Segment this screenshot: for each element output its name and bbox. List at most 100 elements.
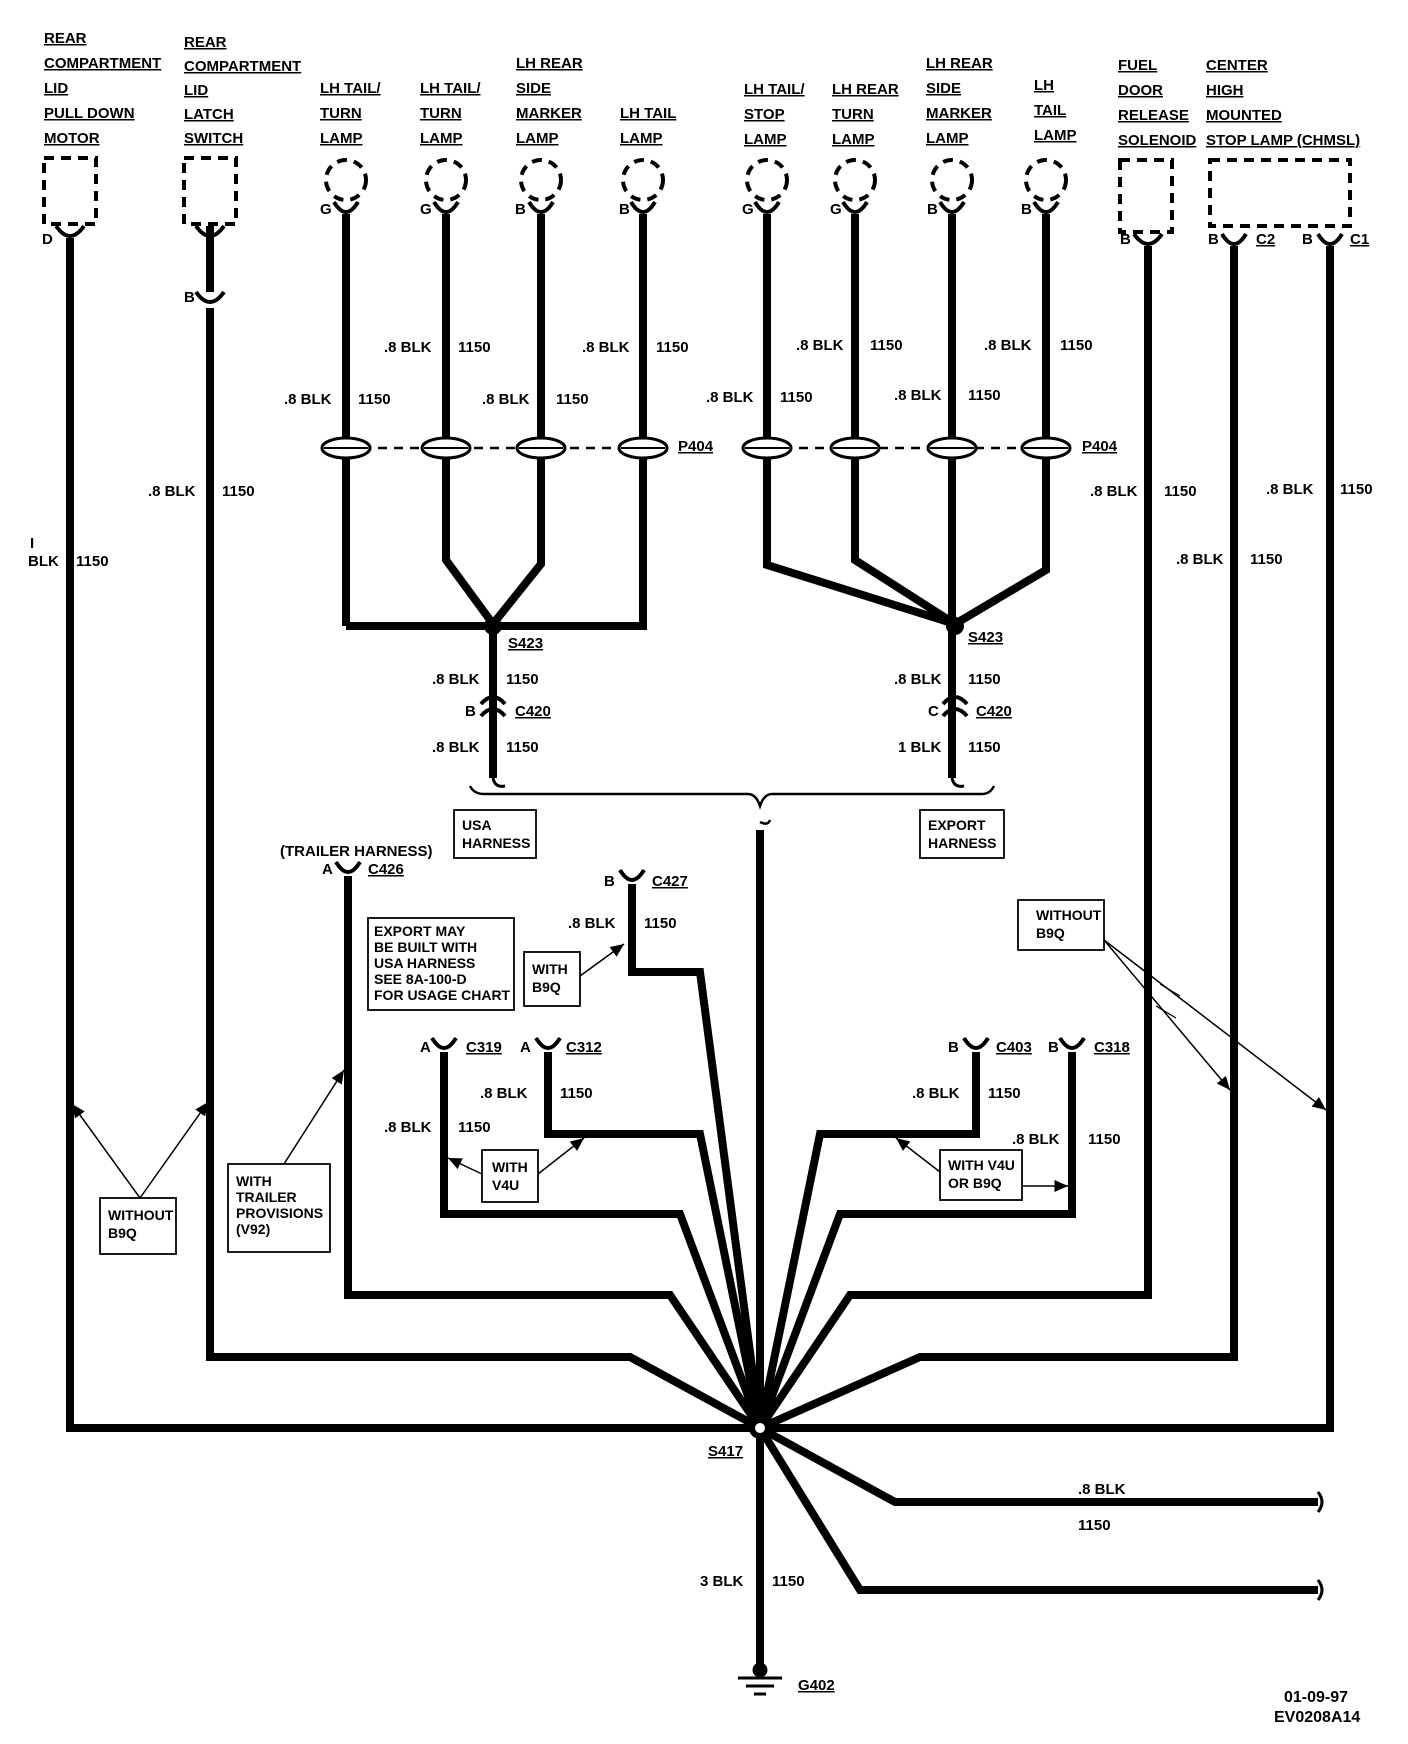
svg-text:A: A [322,861,333,878]
svg-text:SEE 8A-100-D: SEE 8A-100-D [374,971,467,987]
svg-text:1150: 1150 [780,389,813,406]
svg-text:1150: 1150 [644,915,677,932]
footer-date: 01-09-97 [1284,1689,1348,1706]
c312-label: C312 [566,1039,602,1056]
with-trailer-box: WITH TRAILER PROVISIONS (V92) [227,1163,331,1253]
svg-text:B: B [1048,1039,1059,1056]
svg-text:1150: 1150 [988,1085,1021,1102]
lamp5-bulb [745,158,789,202]
svg-text:B9Q: B9Q [108,1225,137,1241]
svg-text:I: I [30,535,34,552]
svg-text:LH TAIL/: LH TAIL/ [744,81,805,98]
svg-text:LH TAIL/: LH TAIL/ [320,80,381,97]
svg-text:A: A [420,1039,431,1056]
svg-text:1150: 1150 [968,387,1001,404]
export-may-note: EXPORT MAY BE BUILT WITH USA HARNESS SEE… [367,917,515,1011]
harness-brace [468,785,996,825]
svg-text:.8 BLK: .8 BLK [582,339,630,356]
svg-text:REAR: REAR [184,34,227,51]
svg-text:WITHOUT: WITHOUT [1036,907,1102,923]
svg-text:.8 BLK: .8 BLK [432,739,480,756]
svg-text:.8 BLK: .8 BLK [1078,1481,1126,1498]
svg-text:(V92): (V92) [236,1221,270,1237]
svg-text:1 BLK: 1 BLK [898,739,942,756]
lamp2-bulb [424,158,468,202]
svg-text:.8 BLK: .8 BLK [796,337,844,354]
svg-text:LAMP: LAMP [320,130,363,147]
svg-text:SOLENOID: SOLENOID [1118,132,1197,149]
svg-text:OR B9Q: OR B9Q [948,1175,1002,1191]
svg-text:B: B [604,873,615,890]
lamp4-bulb [621,158,665,202]
svg-text:LH TAIL/: LH TAIL/ [420,80,481,97]
component-lamp4-label: LH TAIL LAMP [620,105,676,147]
svg-text:WITH V4U: WITH V4U [948,1157,1015,1173]
svg-text:COMPARTMENT: COMPARTMENT [44,55,161,72]
svg-text:1150: 1150 [1060,337,1093,354]
svg-text:1150: 1150 [656,339,689,356]
svg-text:FOR USAGE CHART: FOR USAGE CHART [374,987,511,1003]
svg-text:1150: 1150 [1164,483,1197,500]
svg-text:B: B [927,201,938,218]
svg-text:B: B [1120,231,1131,248]
without-b9q-box-left: WITHOUT B9Q [99,1197,177,1255]
svg-text:.8 BLK: .8 BLK [480,1085,528,1102]
svg-text:.8 BLK: .8 BLK [894,671,942,688]
chmsl-box [1208,158,1352,228]
svg-text:EXPORT: EXPORT [928,817,986,833]
svg-text:.8 BLK: .8 BLK [148,483,196,500]
svg-text:1150: 1150 [968,739,1001,756]
c318-label: C318 [1094,1039,1130,1056]
svg-text:BLK: BLK [28,553,59,570]
c426-label: C426 [368,861,404,878]
svg-text:.8 BLK: .8 BLK [482,391,530,408]
svg-text:LID: LID [44,80,68,97]
with-v4u-box: WITH V4U [481,1149,539,1203]
svg-text:LAMP: LAMP [516,130,559,147]
c403-label: C403 [996,1039,1032,1056]
svg-text:G: G [742,201,754,218]
lower-connector-cups [334,860,1086,1050]
component-lamp7-label: LH REAR SIDE MARKER LAMP [926,55,993,147]
svg-text:3 BLK: 3 BLK [700,1573,744,1590]
svg-text:WITH: WITH [236,1173,272,1189]
svg-text:COMPARTMENT: COMPARTMENT [184,58,301,75]
svg-text:1150: 1150 [506,739,539,756]
svg-text:MOTOR: MOTOR [44,130,100,147]
svg-text:REAR: REAR [44,30,87,47]
svg-text:LH REAR: LH REAR [926,55,993,72]
s417-label: S417 [708,1443,743,1460]
switch-box [182,156,238,226]
svg-text:LH: LH [1034,77,1054,94]
svg-text:1150: 1150 [968,671,1001,688]
note-arrows [71,939,1327,1199]
svg-text:1150: 1150 [506,671,539,688]
svg-text:.8 BLK: .8 BLK [912,1085,960,1102]
svg-text:SIDE: SIDE [926,80,961,97]
svg-text:HARNESS: HARNESS [928,835,996,851]
svg-text:WITH: WITH [532,961,568,977]
svg-text:1150: 1150 [1078,1517,1111,1534]
svg-text:.8 BLK: .8 BLK [568,915,616,932]
svg-text:TRAILER: TRAILER [236,1189,297,1205]
wire-end-hooks [1316,1491,1324,1601]
lamp6-bulb [833,158,877,202]
motor-box [42,156,98,226]
svg-text:PROVISIONS: PROVISIONS [236,1205,323,1221]
ground-symbol [738,1662,782,1696]
component-rear-lid-motor-label: REAR COMPARTMENT LID PULL DOWN MOTOR [44,30,161,147]
component-lamp6-label: LH REAR TURN LAMP [832,81,899,148]
svg-text:1150: 1150 [870,337,903,354]
svg-text:B9Q: B9Q [1036,925,1065,941]
svg-text:LAMP: LAMP [744,131,787,148]
svg-text:.8 BLK: .8 BLK [1090,483,1138,500]
svg-text:USA HARNESS: USA HARNESS [374,955,475,971]
svg-text:1150: 1150 [1088,1131,1121,1148]
export-harness-box: EXPORT HARNESS [919,809,1005,859]
svg-text:SIDE: SIDE [516,80,551,97]
svg-text:MARKER: MARKER [516,105,582,122]
svg-text:MARKER: MARKER [926,105,992,122]
svg-text:STOP: STOP [744,106,785,123]
component-chmsl-label: CENTER HIGH MOUNTED STOP LAMP (CHMSL) [1206,57,1360,149]
